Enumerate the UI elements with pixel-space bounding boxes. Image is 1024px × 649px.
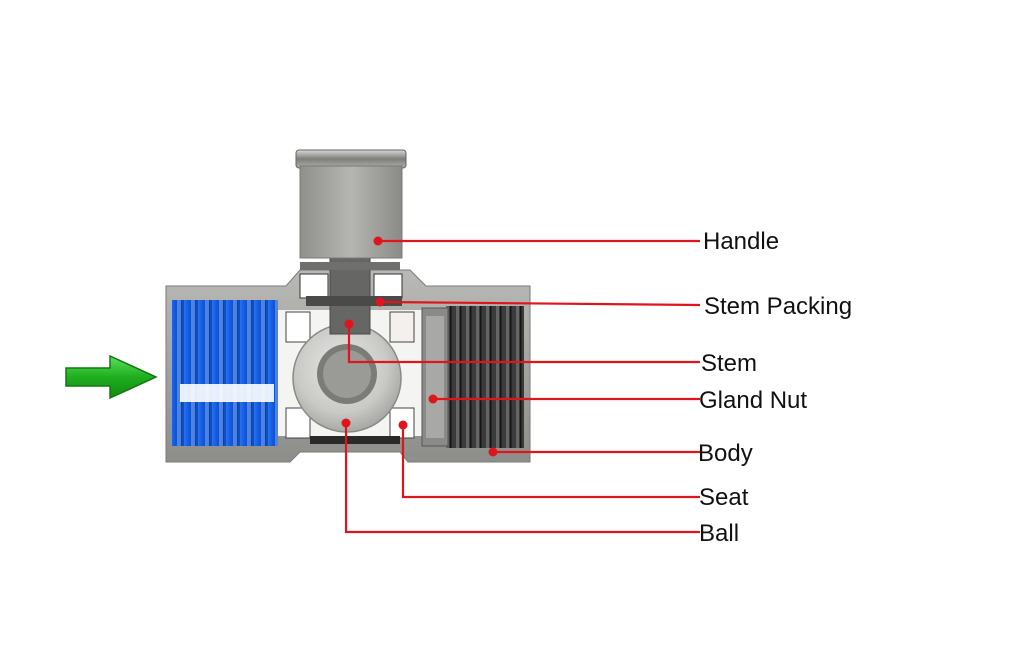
stem-packing-part — [306, 296, 402, 306]
ball-part — [292, 323, 402, 433]
label-handle: Handle — [703, 228, 779, 255]
label-stem: Stem — [701, 350, 757, 377]
leader-lines — [344, 239, 701, 534]
label-seat: Seat — [699, 484, 749, 511]
leader-ball — [344, 423, 700, 534]
handle-part — [295, 149, 407, 259]
label-gland-nut: Gland Nut — [699, 387, 807, 414]
label-stem-packing: Stem Packing — [704, 293, 852, 320]
flow-direction-arrow-icon — [65, 354, 158, 400]
seat-right — [389, 311, 415, 343]
outlet-thread — [446, 306, 524, 448]
leader-stem-packing — [379, 300, 701, 307]
inlet-thread — [172, 300, 278, 446]
label-ball: Ball — [699, 520, 739, 547]
valve-body — [165, 269, 531, 463]
leader-dots — [341, 236, 498, 457]
leader-seat — [401, 425, 700, 499]
leader-stem — [347, 324, 700, 364]
seat-left — [285, 311, 311, 343]
label-body: Body — [698, 440, 753, 467]
